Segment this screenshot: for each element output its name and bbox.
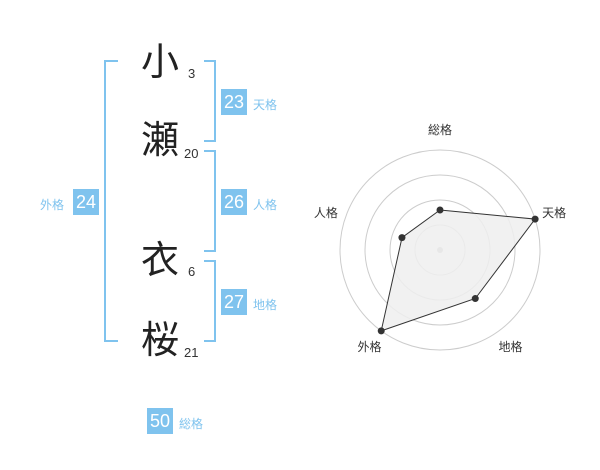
stroke-count-4: 21 [184, 345, 199, 360]
chikaku-value: 27 [221, 289, 247, 315]
radar-point-2 [531, 215, 539, 223]
gaikaku-bracket [104, 60, 118, 342]
tenkaku-value: 23 [221, 89, 247, 115]
name-char-3: 衣 [141, 238, 180, 282]
radar-points [377, 206, 539, 335]
stroke-count-3: 6 [188, 264, 196, 279]
radar-point-4 [377, 327, 385, 335]
soukaku-label: 総格 [179, 417, 204, 431]
jinkaku-value: 26 [221, 189, 247, 215]
radar-point-5 [398, 234, 406, 242]
radar-axis-label-4: 外格 [357, 339, 381, 354]
tenkaku-bracket [204, 60, 216, 142]
stroke-count-2: 20 [184, 146, 199, 161]
chikaku-label: 地格 [253, 298, 278, 312]
name-char-1: 小 [141, 40, 180, 84]
chikaku-bracket [204, 260, 216, 342]
radar-axis-label-3: 地格 [499, 339, 523, 354]
stroke-count-1: 3 [188, 66, 196, 81]
radar-point-3 [471, 295, 479, 303]
soukaku-value: 50 [147, 408, 173, 434]
radar-area [380, 209, 537, 332]
radar-point-1 [436, 206, 444, 214]
tenkaku-label: 天格 [253, 98, 278, 112]
name-char-4: 桜 [141, 318, 180, 362]
radar-ring-4 [339, 149, 541, 351]
jinkaku-label: 人格 [253, 198, 278, 212]
radar-axis-label-2: 天格 [542, 205, 566, 220]
jinkaku-bracket [204, 150, 216, 252]
gaikaku-label: 外格 [40, 198, 65, 212]
radar-axis-label-5: 人格 [314, 205, 338, 220]
radar-axis-label-1: 総格 [428, 122, 452, 137]
name-char-2: 瀬 [141, 118, 180, 162]
radar-ring-3 [364, 174, 516, 326]
gaikaku-value: 24 [73, 189, 99, 215]
